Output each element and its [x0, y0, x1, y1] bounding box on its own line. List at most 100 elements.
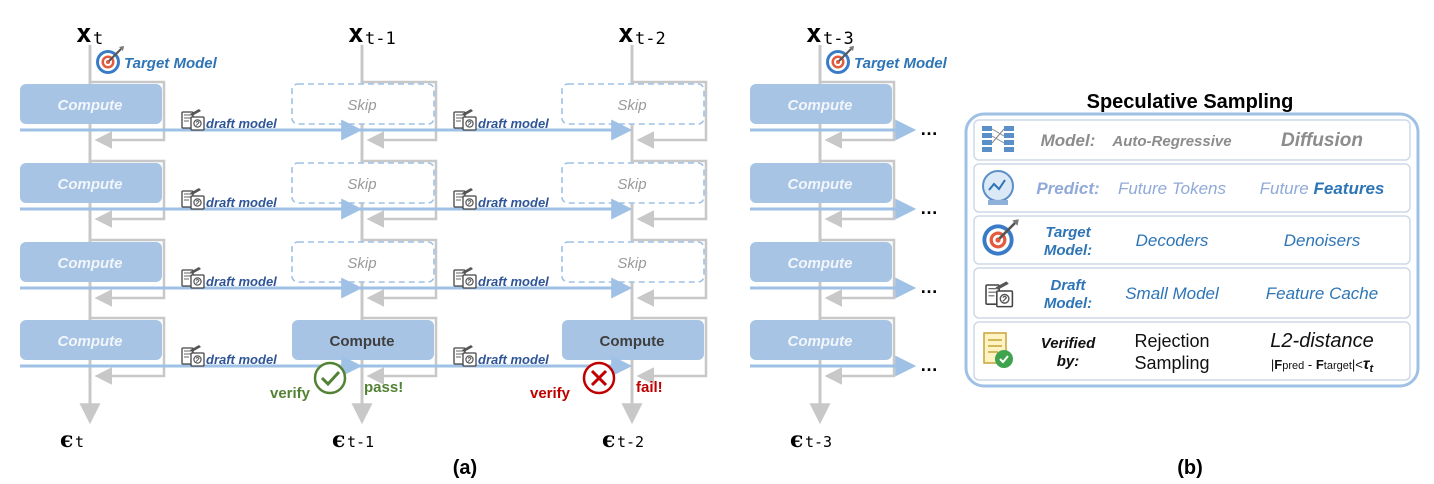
- draft-document-icon: [453, 108, 477, 131]
- ellipsis: …: [920, 119, 938, 139]
- pass-label: pass!: [364, 379, 403, 396]
- compute-label: Compute: [788, 255, 853, 272]
- residual-loop: [632, 80, 708, 149]
- formula-part: |<: [1352, 357, 1363, 372]
- residual-loop: [90, 80, 166, 149]
- residual-loop: [362, 80, 438, 149]
- ellipsis: …: [920, 355, 938, 375]
- table-row: [973, 267, 1411, 319]
- fail-label: fail!: [636, 379, 663, 396]
- skip-block: [291, 162, 435, 204]
- skip-block: [291, 83, 435, 125]
- skip-block: [561, 83, 705, 125]
- residual-loop: [362, 316, 438, 385]
- residual-loop: [90, 159, 166, 228]
- formula-part: t: [1369, 363, 1374, 375]
- residual-loop: [820, 159, 896, 228]
- icon-part: [991, 128, 1005, 144]
- compute-block: [750, 320, 892, 360]
- target-icon: [825, 45, 855, 75]
- compute-block: [20, 84, 162, 124]
- icon-part: [988, 339, 1002, 353]
- crystal-ball-icon: [982, 170, 1014, 205]
- icon-part: [982, 140, 992, 145]
- panel-b: Speculative SamplingModel:Auto-Regressiv…: [964, 91, 1420, 479]
- x-label-0: x: [76, 19, 92, 49]
- skip-block: [561, 162, 705, 204]
- draft-model-label: draft model: [478, 352, 549, 367]
- compute-block: [20, 163, 162, 203]
- row-label: Model:: [1044, 242, 1092, 259]
- epsilon-label-3: ϵ: [790, 427, 803, 453]
- formula-part: F: [1274, 357, 1282, 372]
- formula-part: |: [1271, 357, 1274, 372]
- residual-loop: [820, 80, 896, 149]
- residual-loop: [632, 316, 708, 385]
- residual-loop: [90, 316, 166, 385]
- compute-label: Compute: [600, 333, 665, 350]
- epsilon-subscript-1: t-1: [347, 433, 374, 451]
- panel-b-caption: (b): [1177, 457, 1203, 479]
- residual-loop: [90, 238, 166, 307]
- row-label: Model:: [1044, 295, 1092, 312]
- icon-part: [1004, 147, 1014, 152]
- check-mark: [320, 370, 341, 387]
- icon-part: [995, 350, 1013, 368]
- compute-label: Compute: [788, 333, 853, 350]
- row-label: Target: [1045, 224, 1091, 241]
- compute-block: [750, 242, 892, 282]
- x-mark: [590, 369, 608, 387]
- compute-label: Compute: [788, 97, 853, 114]
- formula-part: F: [1316, 357, 1324, 372]
- row-left-value: Sampling: [1134, 353, 1209, 373]
- epsilon-label-0: ϵ: [60, 427, 73, 453]
- skip-label: Skip: [617, 97, 646, 114]
- table-row: [973, 215, 1411, 265]
- draft-model-label: draft model: [478, 274, 549, 289]
- row-left-value: Decoders: [1136, 231, 1209, 250]
- skip-label: Skip: [347, 176, 376, 193]
- skip-block: [291, 241, 435, 283]
- draft-model-label: draft model: [206, 195, 277, 210]
- draft-model-label: draft model: [478, 116, 549, 131]
- icon-part: [982, 133, 992, 138]
- verify-label: verify: [530, 385, 571, 402]
- epsilon-label-1: ϵ: [332, 427, 345, 453]
- ellipsis: …: [920, 198, 938, 218]
- x-subscript-1: t-1: [365, 29, 396, 49]
- icon-part: [999, 355, 1009, 364]
- icon-part: [988, 179, 1006, 191]
- table-row: [973, 119, 1411, 161]
- x-label-1: x: [348, 19, 364, 49]
- compute-label: Compute: [58, 97, 123, 114]
- target-icon: [95, 45, 125, 75]
- residual-loop: [820, 316, 896, 385]
- compute-label: Compute: [58, 176, 123, 193]
- x-subscript-0: t: [93, 29, 103, 49]
- residual-loop: [362, 159, 438, 228]
- row-right-value: L2-distance: [1270, 330, 1373, 352]
- compute-label: Compute: [58, 333, 123, 350]
- compute-block: [562, 320, 704, 360]
- residual-loop: [632, 238, 708, 307]
- skip-label: Skip: [617, 255, 646, 272]
- icon-part: [1004, 140, 1014, 145]
- residual-loop: [362, 238, 438, 307]
- row-label: by:: [1057, 353, 1080, 370]
- row-label: Model:: [1041, 131, 1096, 150]
- verify-label: verify: [270, 385, 311, 402]
- icon-part: [1004, 126, 1014, 131]
- residual-loop: [632, 159, 708, 228]
- compute-block: [20, 242, 162, 282]
- icon-part: [982, 126, 992, 131]
- draft-document-icon: [181, 108, 205, 131]
- draft-model-label: draft model: [478, 195, 549, 210]
- panel-b-title: Speculative Sampling: [1087, 91, 1294, 113]
- draft-document-icon: [453, 344, 477, 367]
- compute-block: [750, 84, 892, 124]
- compute-block: [20, 320, 162, 360]
- draft-document-icon: [181, 266, 205, 289]
- icon-part: [982, 170, 1014, 202]
- x-subscript-2: t-2: [635, 29, 666, 49]
